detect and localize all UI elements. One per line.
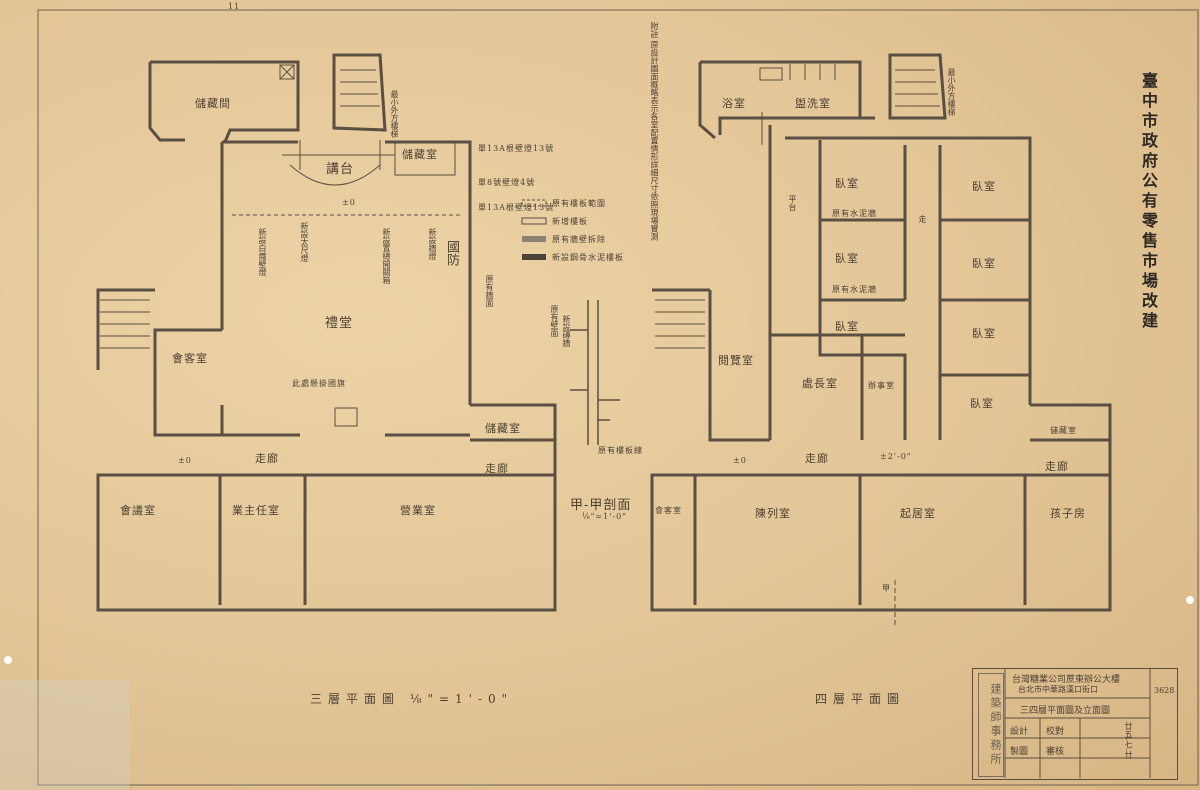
plan3-legend-swatches [521,199,547,260]
note-plan3-n7: 新設牆燈 [428,228,437,260]
section-note-3: 原有樓板線 [598,446,643,455]
note-plan4-n2: 原有水泥牆 [832,209,877,218]
title-drawing: 三四層平面圖及立面圖 [1020,706,1111,716]
plan4-notes-column: 附註 原設計圖面概略表示各室配置情形詳細尺寸依照現場實測 [650,22,659,241]
note-plan3-n8: 國防 [444,240,459,266]
room-director: 處長室 [802,377,838,390]
title-approver: 審核 [1046,747,1065,757]
room-wash: 盥洗室 [795,97,831,110]
section-note-2: 新設磚牆 [562,315,571,347]
room-bed1: 臥室 [835,177,859,190]
sheet-border [37,9,1199,786]
room-bed6: 臥室 [972,327,996,340]
room-office-sm: 辦事室 [868,381,895,390]
title-number: 3628 [1154,686,1175,695]
room-reception: 會客室 [172,352,208,365]
room-bed7: 臥室 [970,397,994,410]
side-corridor-label: 走 [918,215,927,223]
platform-label: 平台 [788,195,797,211]
room-storage: 儲藏室 [1050,426,1077,435]
note-plan4-n3: 原有水泥牆 [832,285,877,294]
office-stamp: 建築師事務所 [978,673,1004,777]
section-scale: ⅛"=1'-0" [582,512,627,521]
title-date: 廿五.七.廿 [1124,722,1133,760]
room-storage-top: 儲藏室 [402,148,438,161]
corridor-label-2: 走廊 [485,462,509,475]
room-storage-br: 儲藏室 [485,422,521,435]
legend-item-2: 新增樓板 [552,217,588,226]
room-stage: 講台 [326,162,355,177]
punch-hole [1186,596,1194,604]
room-reading: 閱覽室 [718,354,754,367]
room-office: 營業室 [400,504,436,517]
title-address: 台北市中華路漢口街口 [1018,685,1098,694]
title-drafter: 製圖 [1010,747,1029,757]
corridor-label: 走廊 [255,452,279,465]
section-drawing [570,300,620,445]
side-title: 臺中市政府公有零售市場改建 [1139,72,1158,332]
stamp-smudge [0,680,130,790]
corner-mark: 11 [228,2,241,11]
legend-item-3: 原有牆壁拆除 [552,235,606,244]
plan4-title: 四層平面圖 [815,692,906,706]
section-note-1: 原有壁面 [550,305,559,337]
room-exhibit: 陳列室 [755,507,791,520]
room-manager: 業主任室 [232,504,280,517]
section-mark: 甲 [882,584,891,593]
level-mark: ±0 [342,198,356,207]
room-meeting: 會議室 [120,504,156,517]
section-title: 甲-甲剖面 [570,498,632,513]
title-block [972,668,1178,780]
corridor4-label: 走廊 [805,452,829,465]
room-reception-4: 會客室 [655,506,682,515]
plan3-details [100,64,460,427]
note-plan3-n9: 新設置總開關箱 [382,228,391,284]
room-bed5: 臥室 [972,257,996,270]
note-plan3-n4: 單13A根壁燈13號 [478,203,555,212]
room-bed3: 臥室 [835,320,859,333]
plan3-walls [96,53,557,612]
note-plan4-n1: 最小外方樓梯 [947,68,956,116]
legend-item-1: 原有樓板範圍 [552,199,606,208]
room-bath: 浴室 [722,97,746,110]
corridor4-label-2: 走廊 [1045,460,1069,473]
level-mark-4b: ±2'-0" [880,452,912,461]
plan4-details [655,64,940,625]
legend-item-4: 新設鋼骨水泥樓板 [552,253,624,262]
room-living: 起居室 [900,507,936,520]
room-store: 儲藏間 [195,97,231,110]
note-plan3-n2: 單13A根壁燈13號 [478,144,555,153]
plan3-title: 三層平面圖 ⅛"=1'-0" [310,692,514,706]
plan4-walls [650,53,1112,612]
title-company: 台灣糖業公司蔗東辦公大樓 [1012,675,1121,685]
note-plan3-n3: 單8號壁燈4號 [478,178,536,187]
room-children: 孩子房 [1050,507,1086,520]
punch-hole [4,656,12,664]
level-mark-2: ±0 [178,456,192,465]
level-mark-4: ±0 [733,456,747,465]
note-plan3-n11: 原有牆面 [485,275,494,307]
title-checker: 校對 [1046,727,1065,737]
title-block-lines [1004,668,1151,778]
note-plan3-n10: 此處懸掛國旗 [292,379,346,388]
note-plan3-n6: 新設太尺燈 [300,222,309,262]
room-hall: 禮堂 [325,316,354,331]
note-plan3-n1: 最小外方樓梯 [390,90,399,138]
room-bed2: 臥室 [835,252,859,265]
note-plan3-n5: 新設白熾壁燈 [258,228,267,276]
room-bed4: 臥室 [972,180,996,193]
title-designer: 設計 [1010,727,1029,737]
